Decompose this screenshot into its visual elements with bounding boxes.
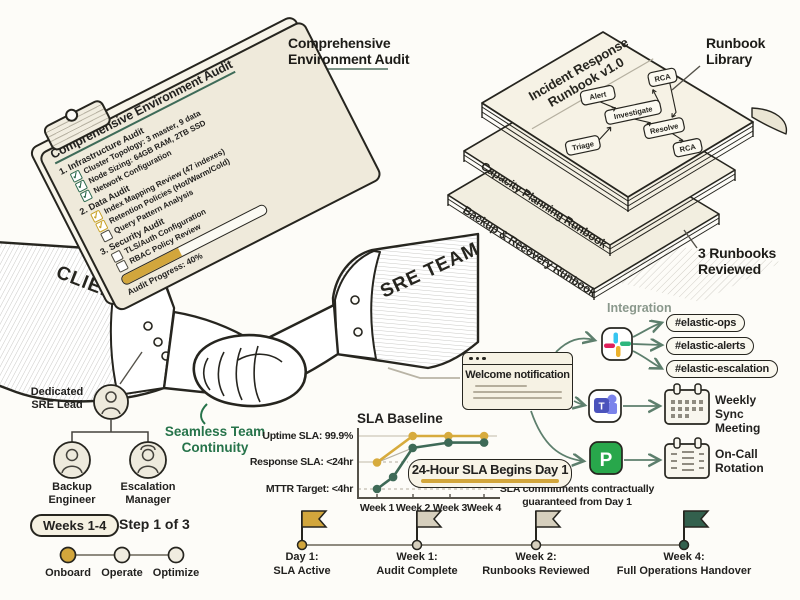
chart-xlabel-week3: Week 3	[432, 502, 468, 514]
chart-xlabel-week1: Week 1	[359, 502, 395, 514]
milestone-label-week4: Week 4:Full Operations Handover	[616, 551, 752, 577]
flow-node-rca-bottom: RCA	[679, 142, 697, 154]
slack-channel-pill[interactable]: #elastic-ops	[666, 314, 746, 332]
runbook-library-callout	[671, 65, 701, 91]
avatar-sre-lead	[93, 384, 129, 420]
audit-annotation: Comprehensive Environment Audit	[288, 35, 410, 67]
slack-icon	[601, 327, 633, 361]
welcome-notification-title: Welcome notification	[465, 369, 570, 381]
runbook-stack: Backup & Recovery Runbook Capacity Plann…	[447, 31, 788, 300]
step-indicator: Step 1 of 3	[119, 516, 190, 532]
chart-ylabel-mttr: MTTR Target: <4hr	[265, 483, 353, 495]
integration-heading: Integration	[607, 301, 672, 315]
avatar-backup-engineer	[53, 441, 91, 479]
step-label-operate[interactable]: Operate	[101, 567, 143, 579]
window-dot-icon	[482, 356, 486, 361]
clasped-hands	[192, 333, 307, 408]
sre-sleeve: SRE TEAM	[331, 232, 482, 370]
welcome-notification-window: Welcome notification	[462, 352, 573, 410]
continuity-callout	[200, 403, 208, 425]
handshake-illustration: CLIENT SRE TEAM	[0, 232, 482, 425]
runbook-flowchart: Alert RCA Investigate Triage Resolve RCA	[564, 67, 703, 158]
chart-xlabel-week2: Week 2	[395, 502, 431, 514]
milestone-1	[411, 510, 443, 551]
placeholder-line	[473, 391, 562, 393]
checkbox-icon[interactable]	[115, 259, 129, 273]
runbooks-reviewed-callout	[683, 229, 698, 249]
milestone-3	[678, 510, 710, 551]
flow-node-triage: Triage	[571, 139, 594, 152]
avatar-escalation-manager	[129, 441, 167, 479]
milestone-0	[296, 510, 328, 551]
milestone-label-week2: Week 2:Runbooks Reviewed	[482, 551, 590, 577]
window-dot-icon	[475, 356, 479, 361]
step-label-onboard[interactable]: Onboard	[45, 567, 91, 579]
integration-arrows	[530, 323, 661, 461]
sre-lead-callout	[119, 351, 143, 385]
placeholder-line	[475, 385, 527, 387]
calendar-icon-weekly	[664, 383, 710, 425]
welcome-connector	[387, 367, 460, 379]
runbook-top-book: Incident Response Runbook v1.0 Alert RCA…	[481, 31, 788, 212]
slack-channel-pill[interactable]: #elastic-alerts	[666, 337, 755, 355]
slack-channel-pill[interactable]: #elastic-escalation	[666, 360, 779, 378]
runbook-library-annotation: Runbook Library	[706, 35, 766, 67]
chart-xlabel-week4: Week 4	[466, 502, 502, 514]
teams-icon: T	[588, 389, 622, 423]
step-dot-optimize	[167, 546, 185, 564]
window-titlebar	[463, 353, 572, 365]
step-label-optimize[interactable]: Optimize	[152, 567, 200, 579]
milestone-timeline	[296, 510, 710, 551]
page-curl	[751, 107, 788, 135]
chart-title: SLA Baseline	[357, 411, 443, 426]
milestone-label-day1: Day 1:SLA Active	[273, 551, 331, 577]
chart-series	[372, 431, 489, 494]
weeks-badge: Weeks 1-4	[30, 514, 120, 537]
pagerduty-letter: P	[600, 450, 613, 471]
sla-chart	[357, 428, 500, 499]
pagerduty-icon: P	[589, 441, 623, 475]
chart-ylabel-uptime: Uptime SLA: 99.9%	[262, 430, 353, 442]
flow-node-rca-top: RCA	[654, 72, 672, 84]
window-dot-icon	[469, 356, 473, 361]
flow-node-alert: Alert	[589, 89, 608, 101]
runbooks-reviewed-annotation: 3 Runbooks Reviewed	[698, 245, 777, 277]
step-dot-operate	[113, 546, 131, 564]
milestone-2	[530, 510, 562, 551]
milestone-label-week1: Week 1:Audit Complete	[376, 551, 458, 577]
step-dot-onboard	[59, 546, 77, 564]
sla-begins-badge: 24-Hour SLA Begins Day 1	[408, 459, 572, 488]
stepper-dots	[59, 546, 185, 564]
chart-ylabel-response: Response SLA: <24hr	[249, 456, 353, 468]
badge-underline	[421, 479, 559, 483]
teams-letter: T	[598, 402, 604, 413]
calendar-icon-oncall	[664, 437, 710, 479]
placeholder-line	[473, 397, 562, 399]
org-chart	[53, 384, 167, 479]
